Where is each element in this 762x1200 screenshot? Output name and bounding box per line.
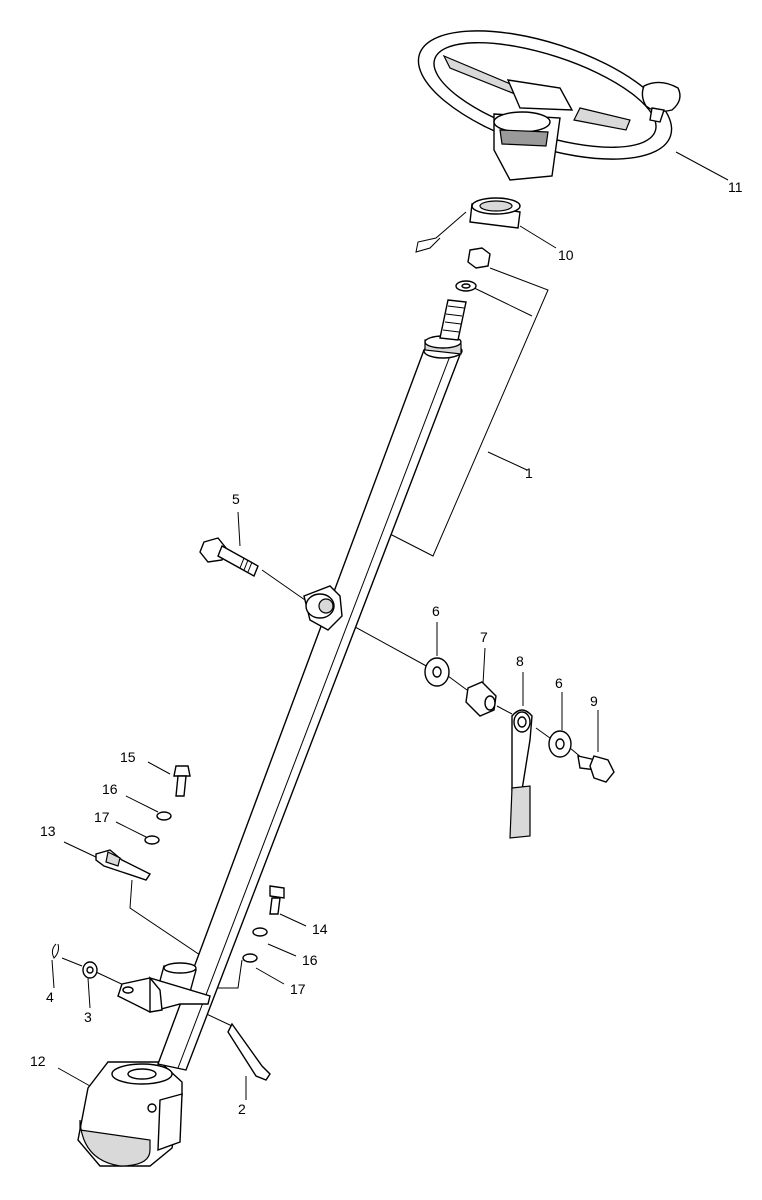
steering-wheel xyxy=(417,30,681,181)
callout-5: 5 xyxy=(232,491,240,507)
callout-8: 8 xyxy=(516,653,524,669)
callout-15: 15 xyxy=(120,749,136,765)
callout-1: 1 xyxy=(525,465,533,481)
callout-9: 9 xyxy=(590,693,598,709)
callout-16-lower: 16 xyxy=(302,952,318,968)
washer-6-left xyxy=(424,657,450,687)
washer-3 xyxy=(82,961,98,979)
callout-13: 13 xyxy=(40,823,56,839)
callout-6-right: 6 xyxy=(555,675,563,691)
callout-10: 10 xyxy=(558,247,574,263)
callout-16-upper: 16 xyxy=(102,781,118,797)
lever-bolt xyxy=(577,755,615,783)
callout-3: 3 xyxy=(84,1009,92,1025)
lock-washer-16a xyxy=(156,811,172,821)
steering-pump-unit xyxy=(77,1061,183,1167)
flat-washer-17b xyxy=(242,953,258,963)
column-clamp xyxy=(303,585,343,631)
tilt-lever xyxy=(509,709,533,839)
clamp-bolt xyxy=(199,537,259,577)
column-cover-ring xyxy=(415,197,521,253)
pin-2 xyxy=(227,1022,271,1081)
bolt-14 xyxy=(269,885,285,915)
column-nut xyxy=(455,247,491,292)
callout-6-left: 6 xyxy=(432,603,440,619)
leader-lines xyxy=(51,151,729,1100)
spacer-bushing xyxy=(465,681,497,717)
clip-4 xyxy=(51,943,59,959)
callout-14: 14 xyxy=(312,921,328,937)
washer-6-right xyxy=(548,730,572,758)
bracket-13 xyxy=(95,849,152,881)
callout-2: 2 xyxy=(238,1101,246,1117)
lock-washer-16b xyxy=(252,927,268,937)
mounting-bracket xyxy=(117,976,211,1013)
callout-17-upper: 17 xyxy=(94,809,110,825)
callout-labels: 1 2 3 4 5 6 7 8 6 9 10 11 12 13 14 15 16… xyxy=(30,179,743,1117)
callout-17-lower: 17 xyxy=(290,981,306,997)
flat-washer-17a xyxy=(144,835,160,845)
callout-11: 11 xyxy=(728,179,743,195)
callout-12: 12 xyxy=(30,1053,46,1069)
bolt-15 xyxy=(173,765,191,797)
callout-7: 7 xyxy=(480,629,488,645)
callout-4: 4 xyxy=(46,989,54,1005)
